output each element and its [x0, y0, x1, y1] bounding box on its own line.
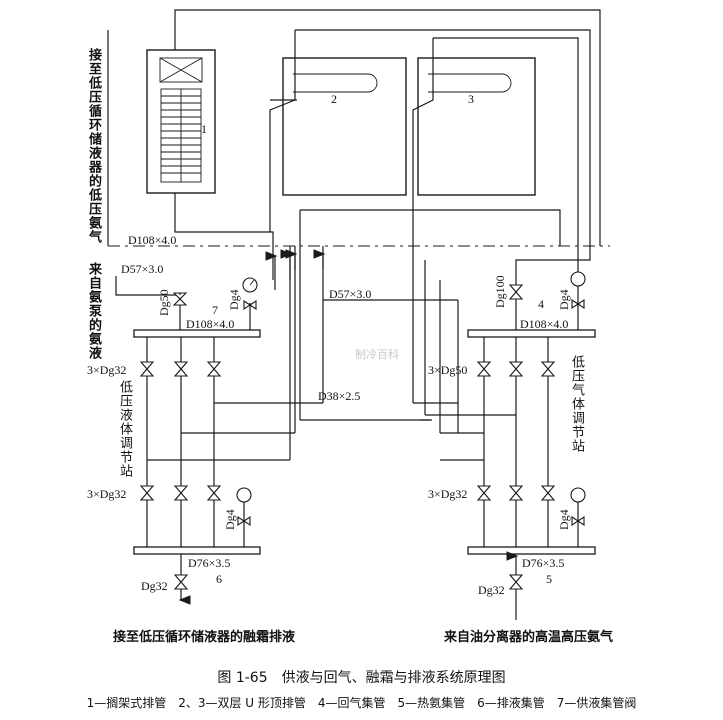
- valve-gauge-c: Dg4: [557, 289, 571, 310]
- figure-legend: 1—搁架式排管 2、3—双层 U 形顶排管 4—回气集管 5—热氨集管 6—排液…: [86, 696, 637, 710]
- pipe-supply-in: D57×3.0: [121, 262, 163, 276]
- pipe-main-return: D108×4.0: [128, 233, 176, 247]
- pressure-gauge-icon-3: [570, 271, 586, 287]
- u-top-pipe-unit-3: [417, 57, 536, 196]
- drain-header-assembly: [133, 546, 261, 605]
- label-low-pressure-gas: 接至低压循环储液器的低压氨气: [86, 48, 101, 244]
- shelf-pipe-unit-1: [146, 49, 216, 194]
- number-5: 5: [546, 572, 552, 586]
- label-defrost-drain: 接至低压循环储液器的融霜排液: [113, 630, 296, 645]
- number-3: 3: [468, 92, 474, 106]
- pipe-return-header: D108×4.0: [520, 317, 568, 331]
- pressure-gauge-icon-4: [570, 487, 586, 503]
- number-6: 6: [216, 572, 222, 586]
- valve-gauge-b: Dg4: [223, 509, 237, 530]
- valve-gauge-d: Dg4: [557, 509, 571, 530]
- valve-drain-out: Dg32: [141, 579, 168, 593]
- supply-valve-icon: [172, 292, 188, 306]
- label-liquid-from-pump: 来自氨泵的氨液: [86, 262, 101, 360]
- valve-hot-gas-in: Dg32: [478, 583, 505, 597]
- pipe-hot-gas-header: D76×3.5: [522, 556, 564, 570]
- gas-distribution-lines: [300, 260, 516, 461]
- supply-header-assembly: [115, 276, 261, 338]
- liquid-distribution-lines: [147, 246, 324, 461]
- return-header-assembly: [467, 271, 596, 338]
- valve-gauge-a: Dg4: [227, 289, 241, 310]
- u-top-pipe-unit-2: [282, 57, 407, 196]
- figure-caption: 图 1-65 供液与回气、融霜与排液系统原理图: [217, 670, 506, 686]
- number-4: 4: [538, 297, 544, 311]
- label-liquid-station: 低压液体调节站: [117, 380, 132, 478]
- pressure-gauge-icon-2: [236, 487, 252, 503]
- right-lower-valve-bank: [476, 485, 586, 547]
- number-7: 7: [212, 303, 218, 317]
- supply-header-7: [133, 329, 261, 338]
- pipe-small-line: D38×2.5: [318, 389, 360, 403]
- pipe-supply-header: D108×4.0: [186, 317, 234, 331]
- label-hot-gas-source: 来自油分离器的高温高压氨气: [444, 630, 614, 645]
- pipe-hot-gas-branch: D57×3.0: [329, 287, 371, 301]
- valve-bank-right-upper: 3×Dg50: [428, 363, 467, 377]
- valve-return-dg100: Dg100: [493, 275, 507, 308]
- return-header-4: [467, 329, 596, 338]
- top-return-piping: [174, 9, 601, 420]
- return-valve-icon: [508, 284, 524, 300]
- left-upper-valve-bank: [139, 337, 222, 460]
- valve-bank-right-lower: 3×Dg32: [428, 487, 467, 501]
- valve-bank-left-lower: 3×Dg32: [87, 487, 126, 501]
- drain-header-6: [133, 546, 261, 555]
- watermark: 制冷百科: [355, 347, 399, 361]
- valve-supply-dg50: Dg50: [157, 289, 171, 316]
- pipe-drain-header: D76×3.5: [188, 556, 230, 570]
- left-lower-valve-bank: [139, 460, 252, 547]
- label-gas-station: 低压气体调节站: [569, 355, 584, 453]
- right-upper-valve-bank: [476, 337, 556, 547]
- hot-gas-header-assembly: [467, 546, 596, 620]
- valve-bank-left-upper: 3×Dg32: [87, 363, 126, 377]
- hot-gas-header-5: [467, 546, 596, 555]
- number-1: 1: [201, 122, 207, 136]
- number-2: 2: [331, 92, 337, 106]
